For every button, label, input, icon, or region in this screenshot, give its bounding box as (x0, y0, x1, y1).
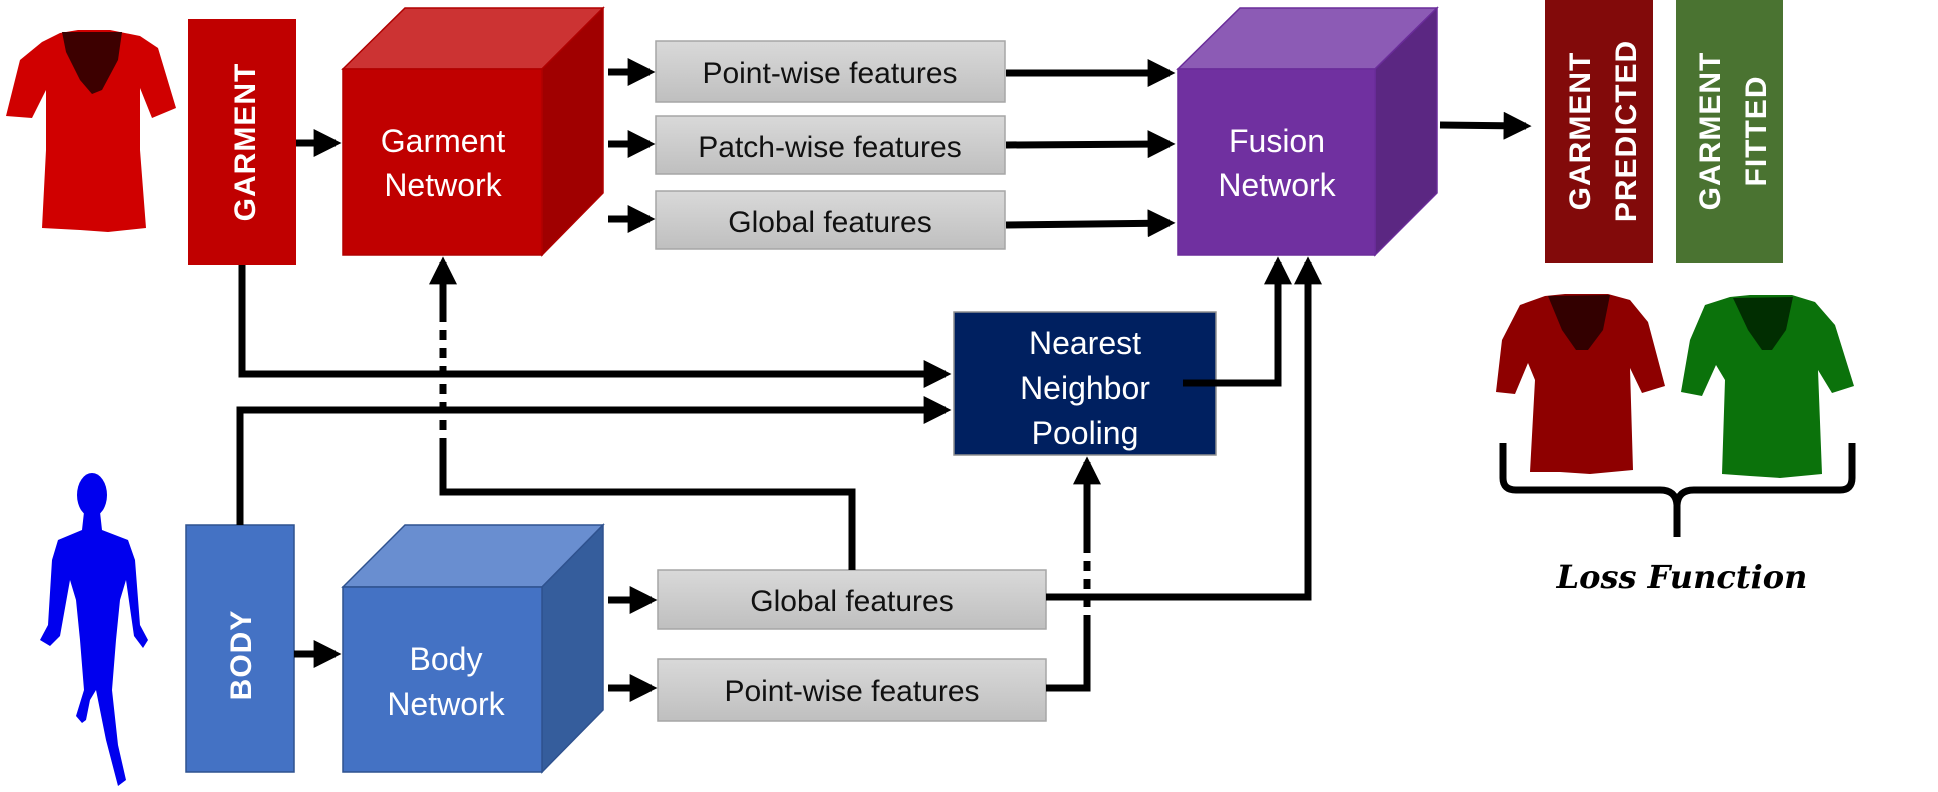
body-pointwise-features-label: Point-wise features (724, 675, 979, 708)
garment-shirt-icon (6, 30, 176, 232)
nn-pooling-box: Nearest Neighbor Pooling (953, 311, 1217, 456)
nn-pooling-label-2: Neighbor (1020, 370, 1150, 406)
garment-fitted-label-2: FITTED (1740, 76, 1773, 187)
fitted-shirt-icon (1681, 295, 1854, 478)
fusion-network-cube: Fusion Network (1176, 6, 1439, 257)
garment-input-label: GARMENT (229, 63, 262, 222)
garment-fitted-box: GARMENT FITTED (1676, 0, 1783, 263)
arrow-global-to-fusion (1005, 209, 1176, 238)
body-input-label: BODY (225, 610, 258, 701)
body-global-features-label: Global features (750, 585, 953, 618)
garment-network-cube: Garment Network (341, 6, 605, 257)
body-pointwise-features-box (657, 658, 1047, 722)
body-network-label-1: Body (410, 641, 483, 677)
connectors (236, 58, 1532, 702)
arrow-nn-to-fusion (1183, 256, 1292, 387)
arrow-garment-to-nn (238, 265, 952, 388)
garment-global-features-box (655, 190, 1006, 250)
body-global-features-box (657, 569, 1047, 630)
garment-predicted-box: GARMENT PREDICTED (1545, 0, 1653, 263)
nn-pooling-label-1: Nearest (1029, 325, 1141, 361)
arrow-fusion-to-output (1439, 111, 1532, 140)
body-input-box: BODY (185, 524, 295, 773)
arrow-patchwise-to-fusion (1005, 130, 1176, 159)
garment-pointwise-features-label: Point-wise features (702, 57, 957, 90)
garment-pointwise-features-box (655, 40, 1006, 103)
garment-patchwise-features-label: Patch-wise features (698, 131, 961, 164)
garment-patchwise-features-box (655, 115, 1006, 175)
garment-input-rect (188, 19, 296, 265)
predicted-shirt-icon (1496, 294, 1665, 474)
garment-predicted-label-1: GARMENT (1564, 52, 1597, 211)
path-body-global-to-garment (439, 448, 856, 570)
path-pointwise-to-nn (1046, 625, 1091, 692)
body-feature-list: Global features Point-wise features (657, 569, 1047, 722)
garment-global-features-label: Global features (728, 206, 931, 239)
arrow-body-to-nn (236, 396, 952, 525)
body-network-cube: Body Network (341, 523, 605, 774)
garment-fitted-label-1: GARMENT (1694, 52, 1727, 211)
garment-network-label-2: Network (384, 167, 502, 203)
fusion-network-label-2: Network (1218, 167, 1336, 203)
body-figure-icon (40, 473, 148, 786)
loss-function-label: Loss Function (1556, 558, 1808, 596)
arrow-body-global-to-fusion (1046, 256, 1322, 601)
loss-brace (1499, 443, 1856, 537)
garment-input-box: GARMENT (188, 19, 296, 265)
garment-network-label-1: Garment (381, 123, 506, 159)
fusion-network-label-1: Fusion (1229, 123, 1325, 159)
body-network-label-2: Network (387, 686, 505, 722)
garment-feature-list: Point-wise features Patch-wise features … (655, 40, 1006, 250)
garment-predicted-label-2: PREDICTED (1610, 40, 1643, 222)
nn-pooling-label-3: Pooling (1032, 415, 1139, 451)
